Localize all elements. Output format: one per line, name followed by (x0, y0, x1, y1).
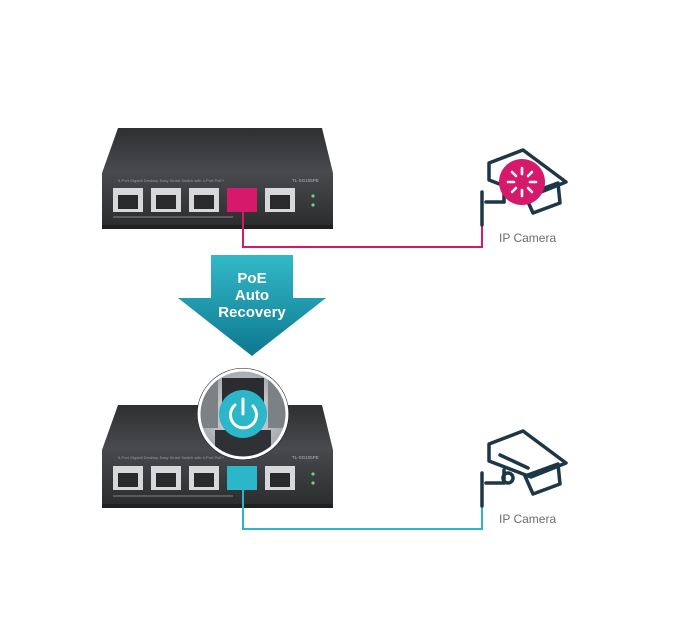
svg-text:5-Port Gigabit Desktop Easy Sm: 5-Port Gigabit Desktop Easy Smart Switch… (118, 178, 225, 183)
fault-indicator (499, 159, 545, 205)
fault-link-line (242, 212, 483, 248)
svg-text:5-Port Gigabit Desktop Easy Sm: 5-Port Gigabit Desktop Easy Smart Switch… (118, 455, 225, 460)
port-4-recovered (227, 466, 257, 490)
port-5 (265, 188, 295, 212)
port-1 (113, 188, 143, 212)
switch-top: 5-Port Gigabit Desktop Easy Smart Switch… (102, 128, 333, 229)
power-recovery-icon (228, 397, 258, 430)
port-5 (265, 466, 295, 490)
recovered-link-line (242, 490, 483, 530)
camera-label-bottom: IP Camera (499, 512, 557, 526)
arrow-label-line-2: Auto (234, 287, 270, 304)
port-1 (113, 466, 143, 490)
ip-camera-icon (480, 429, 568, 508)
port-3 (189, 188, 219, 212)
zoom-magnifier (197, 368, 289, 460)
arrow-label-line-1: PoE (237, 270, 267, 287)
port-2 (151, 188, 181, 212)
arrow-label-line-3: Recovery (218, 304, 286, 321)
port-3 (189, 466, 219, 490)
switch-top-model: TL-SG105PE (292, 178, 319, 183)
fault-spinner-icon (506, 166, 538, 198)
recovery-arrow (178, 255, 326, 356)
port-4-fault (227, 188, 257, 212)
port-2 (151, 466, 181, 490)
switch-bottom-model: TL-SG105PE (292, 455, 319, 460)
camera-label-top: IP Camera (499, 231, 557, 245)
